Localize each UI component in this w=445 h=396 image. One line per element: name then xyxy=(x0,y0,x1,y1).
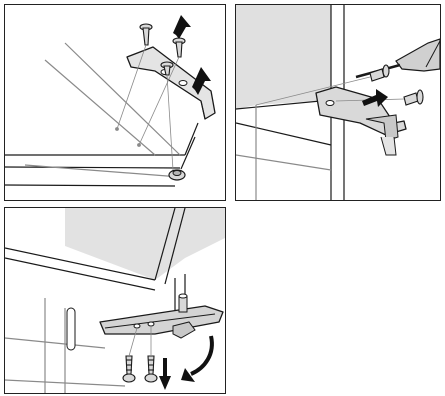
screwdriver-icon xyxy=(356,39,440,77)
diagram-panel-3 xyxy=(4,207,226,394)
screw-icon xyxy=(370,65,389,81)
cabinet-slot xyxy=(67,308,75,350)
screw-icon xyxy=(123,356,135,382)
hinge-removal-illustration-2 xyxy=(236,5,440,200)
arrow-down-icon xyxy=(159,358,171,390)
screw-icon xyxy=(404,90,423,105)
diagram-panel-1 xyxy=(4,4,226,201)
hinge-pin xyxy=(169,170,185,180)
hinge-removal-illustration-1 xyxy=(5,5,225,200)
diagram-panel-2 xyxy=(235,4,441,201)
hinge-bracket xyxy=(100,294,223,338)
arrow-up-icon xyxy=(173,15,191,39)
screw-icon xyxy=(140,24,152,45)
screw-icon xyxy=(173,38,185,57)
hinge-removal-illustration-3 xyxy=(5,208,225,393)
cabinet-top-panel xyxy=(65,208,225,280)
screw-icon xyxy=(145,356,157,382)
rotate-arrow-icon xyxy=(181,336,212,382)
screw-group xyxy=(123,356,157,382)
